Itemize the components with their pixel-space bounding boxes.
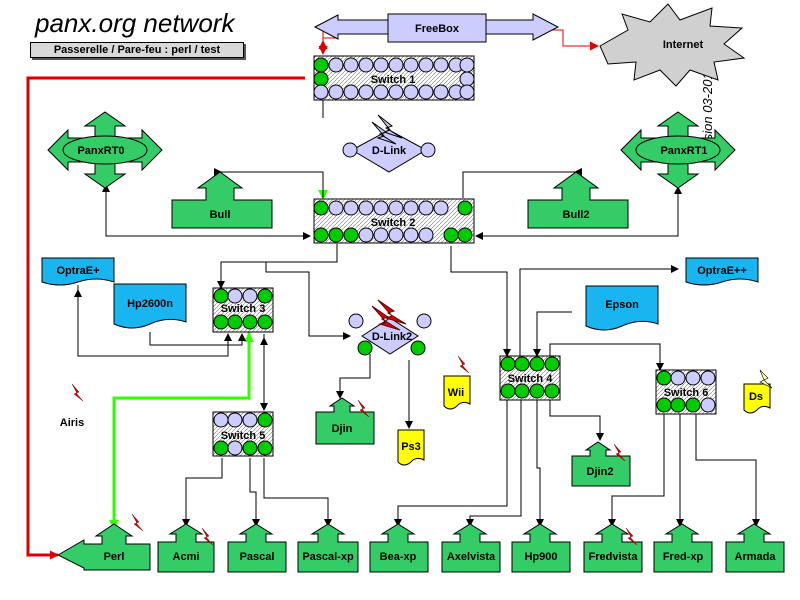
switch2-ports <box>313 200 473 243</box>
fred-xp-node: Fred-xp <box>653 523 713 573</box>
internet-node: Internet <box>599 3 746 87</box>
airis-label: Airis <box>60 417 84 429</box>
ds-node: Ds <box>743 369 773 414</box>
switch5: Switch 5 <box>212 411 274 457</box>
pascal-xp-node: Pascal-xp <box>297 523 359 573</box>
pascal-xp-label: Pascal-xp <box>302 551 354 563</box>
switch6-label: Switch 6 <box>664 387 709 399</box>
axelvista-node: Axelvista <box>441 523 501 573</box>
switch5-label: Switch 5 <box>221 430 266 442</box>
ps3-node: Ps3 <box>397 429 425 466</box>
perl-label: Perl <box>104 551 125 563</box>
axelvista-label: Axelvista <box>447 551 496 563</box>
optrae-plusplus-label: OptraE++ <box>697 265 747 277</box>
dlink-node: D-Link <box>342 114 436 173</box>
pascal-node: Pascal <box>227 523 287 573</box>
switch1-ports <box>313 57 475 100</box>
djin2-node: Djin2 <box>571 441 631 487</box>
dlink2-label: D-Link2 <box>372 331 412 343</box>
switch2-label: Switch 2 <box>371 217 416 229</box>
optrae-plus-label: OptraE+ <box>56 265 99 277</box>
bea-xp-label: Bea-xp <box>380 551 417 563</box>
bull-label: Bull <box>210 209 231 221</box>
links <box>26 29 760 560</box>
dlink2-node: D-Link2 <box>348 299 432 356</box>
djin-label: Djin <box>332 423 353 435</box>
panxrt0-label: PanxRT0 <box>77 145 124 157</box>
page-title: panx.org network <box>35 8 235 38</box>
switch4: Switch 4 <box>499 355 561 401</box>
panxrt1-node: PanxRT1 <box>620 111 736 189</box>
epson-label: Epson <box>605 299 639 311</box>
ps3-label: Ps3 <box>401 441 421 453</box>
acmi-node: Acmi <box>157 523 215 573</box>
freebox-node: FreeBox <box>313 13 560 43</box>
hp2600n-label: Hp2600n <box>127 298 173 310</box>
internet-label: Internet <box>663 39 704 51</box>
airis-node: Airis <box>60 383 84 429</box>
hp900-label: Hp900 <box>524 551 557 563</box>
bull-node: Bull <box>171 171 273 229</box>
acmi-label: Acmi <box>173 551 200 563</box>
panxrt1-label: PanxRT1 <box>660 145 707 157</box>
pascal-label: Pascal <box>240 551 275 563</box>
bull2-node: Bull2 <box>527 171 629 229</box>
hp2600n-node: Hp2600n <box>113 283 187 329</box>
perl-node: Perl <box>56 513 151 571</box>
gateway-subtitle: Passerelle / Pare-feu : perl / test <box>30 42 244 58</box>
switch1-label: Switch 1 <box>371 74 416 86</box>
switch6: Switch 6 <box>655 369 717 415</box>
ds-label: Ds <box>749 391 763 403</box>
hp900-node: Hp900 <box>511 523 571 573</box>
freebox-label: FreeBox <box>415 23 460 35</box>
djin2-label: Djin2 <box>587 466 614 478</box>
fredvista-node: Fredvista <box>583 523 643 573</box>
optrae-plus-node: OptraE+ <box>41 257 115 286</box>
wii-label: Wii <box>448 387 464 399</box>
wii-node: Wii <box>443 355 471 410</box>
djin-node: Djin <box>315 397 375 445</box>
armada-label: Armada <box>735 551 777 563</box>
bea-xp-node: Bea-xp <box>369 523 429 573</box>
fredvista-label: Fredvista <box>589 551 639 563</box>
bull2-label: Bull2 <box>563 209 590 221</box>
switch1: Switch 1 <box>313 55 475 101</box>
armada-node: Armada <box>725 523 785 573</box>
dlink-label: D-Link <box>372 145 407 157</box>
switch3: Switch 3 <box>212 287 274 333</box>
switch3-label: Switch 3 <box>221 303 266 315</box>
fred-xp-label: Fred-xp <box>663 551 704 563</box>
panxrt0-node: PanxRT0 <box>47 111 163 189</box>
optrae-plusplus-node: OptraE++ <box>685 257 759 286</box>
switch2: Switch 2 <box>313 198 475 244</box>
epson-node: Epson <box>585 285 659 331</box>
switch4-label: Switch 4 <box>508 373 554 385</box>
